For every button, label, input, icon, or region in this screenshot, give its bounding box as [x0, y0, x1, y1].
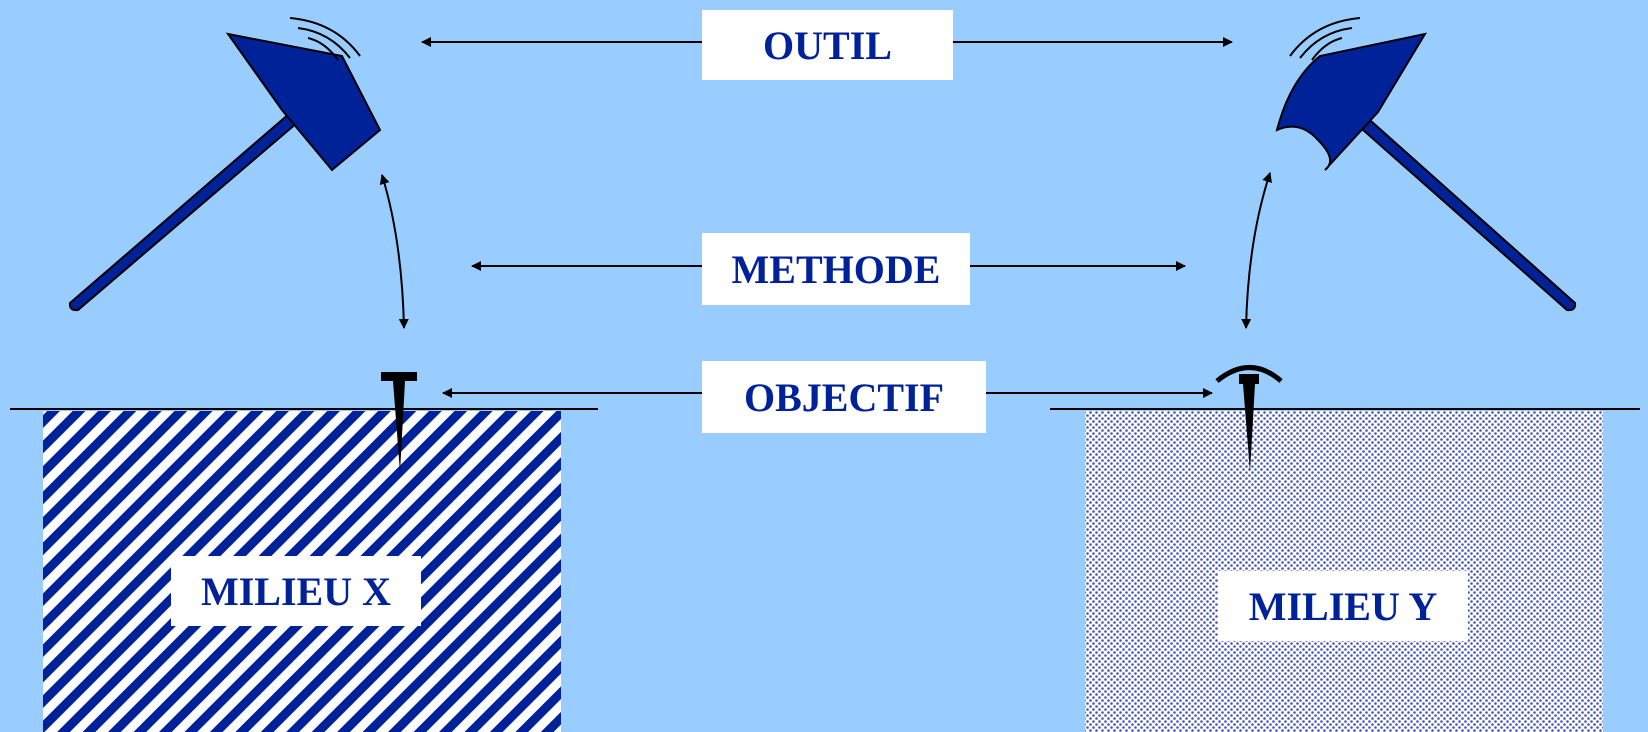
hooked-nail-icon [1215, 365, 1283, 472]
pickaxe-icon [1275, 17, 1577, 312]
outil-label: OUTIL [702, 10, 953, 80]
hammer-icon [68, 17, 382, 312]
objectif-label: OBJECTIF [702, 361, 986, 433]
methode-label: METHODE [702, 233, 970, 305]
tool-nail-arrow-left [379, 174, 409, 329]
milieu-y-label: MILIEU Y [1218, 571, 1468, 641]
milieu-x-label: MILIEU X [171, 556, 421, 626]
tool-nail-arrow-right [1241, 172, 1272, 329]
nail-icon [381, 372, 417, 472]
